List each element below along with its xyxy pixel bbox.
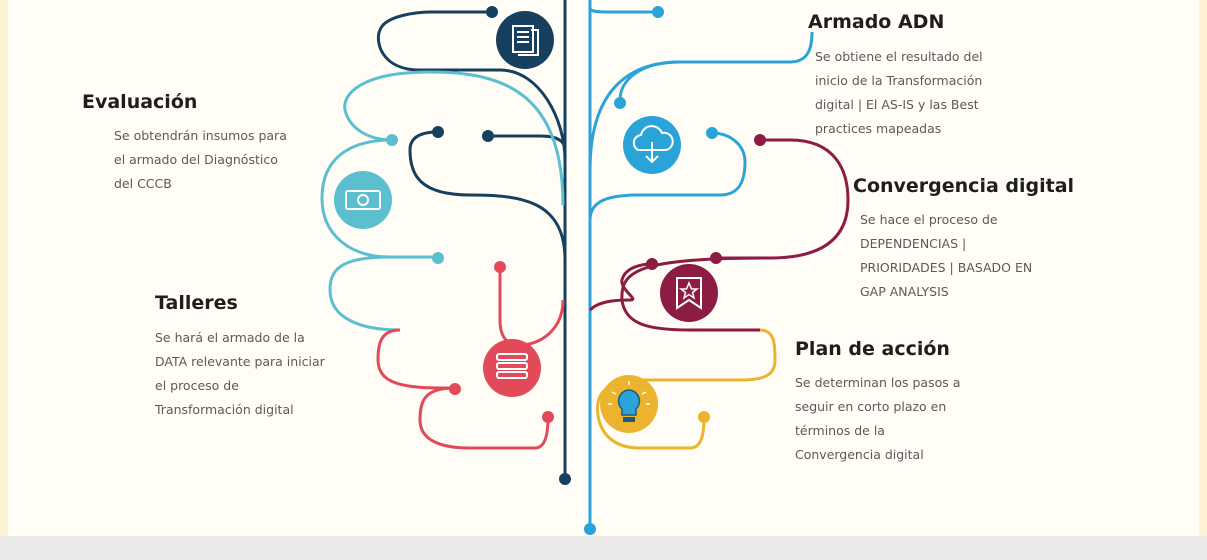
step-plan-de-accion-desc: Se determinan los pasos a seguir en cort… <box>795 371 1015 467</box>
desc-line: DATA relevante para iniciar <box>155 354 325 369</box>
teal-dots <box>386 134 444 264</box>
desc-line: Transformación digital <box>155 402 294 417</box>
step-convergencia-desc: Se hace el proceso de DEPENDENCIAS | PRI… <box>860 208 1100 304</box>
desc-line: DEPENDENCIAS | <box>860 236 967 251</box>
step-title: Talleres <box>155 292 238 314</box>
lightbulb-icon <box>600 375 658 433</box>
desc-line: Se hace el proceso de <box>860 212 998 227</box>
money-icon <box>334 171 392 229</box>
desc-line: inicio de la Transformación <box>815 73 983 88</box>
desc-line: digital | El AS-IS y las Best <box>815 97 979 112</box>
step-title: Armado ADN <box>808 11 945 33</box>
desc-line: Se obtendrán insumos para <box>114 128 287 143</box>
maroon-branch <box>588 138 850 332</box>
step-evaluacion-desc: Se obtendrán insumos para el armado del … <box>114 124 324 196</box>
step-armado-adn: Armado ADN <box>808 11 944 33</box>
step-evaluacion: Evaluación <box>82 91 197 113</box>
desc-line: términos de la <box>795 423 885 438</box>
left-page-border <box>0 0 8 560</box>
step-talleres-desc: Se hará el armado de la DATA relevante p… <box>155 326 375 422</box>
desc-line: del CCCB <box>114 176 172 191</box>
blue-dots <box>584 6 718 535</box>
badge-star-icon <box>660 264 718 322</box>
document-icon <box>496 11 554 69</box>
desc-line: seguir en corto plazo en <box>795 399 947 414</box>
desc-line: el armado del Diagnóstico <box>114 152 278 167</box>
yellow-dots <box>698 411 710 423</box>
right-page-border <box>1199 0 1207 560</box>
step-title: Evaluación <box>82 91 198 113</box>
desc-line: practices mapeadas <box>815 121 942 136</box>
step-title: Convergencia digital <box>853 175 1075 197</box>
desc-line: Se obtiene el resultado del <box>815 49 983 64</box>
navy-dots <box>432 6 571 485</box>
database-icon <box>483 339 541 397</box>
desc-line: PRIORIDADES | BASADO EN <box>860 260 1033 275</box>
red-dots <box>449 261 554 423</box>
footer-band <box>0 536 1207 560</box>
navy-branch <box>376 0 567 478</box>
desc-line: Convergencia digital <box>795 447 924 462</box>
step-talleres: Talleres <box>155 292 238 314</box>
cloud-download-icon <box>623 116 681 174</box>
desc-line: Se hará el armado de la <box>155 330 305 345</box>
desc-line: Se determinan los pasos a <box>795 375 961 390</box>
step-plan-de-accion: Plan de acción <box>795 338 950 360</box>
teal-branch <box>320 70 565 332</box>
maroon-dots <box>646 134 766 270</box>
desc-line: GAP ANALYSIS <box>860 284 949 299</box>
step-convergencia: Convergencia digital <box>853 175 1074 197</box>
step-armado-adn-desc: Se obtiene el resultado del inicio de la… <box>815 45 1055 141</box>
blue-branch <box>588 0 814 530</box>
desc-line: el proceso de <box>155 378 239 393</box>
step-title: Plan de acción <box>795 338 950 360</box>
